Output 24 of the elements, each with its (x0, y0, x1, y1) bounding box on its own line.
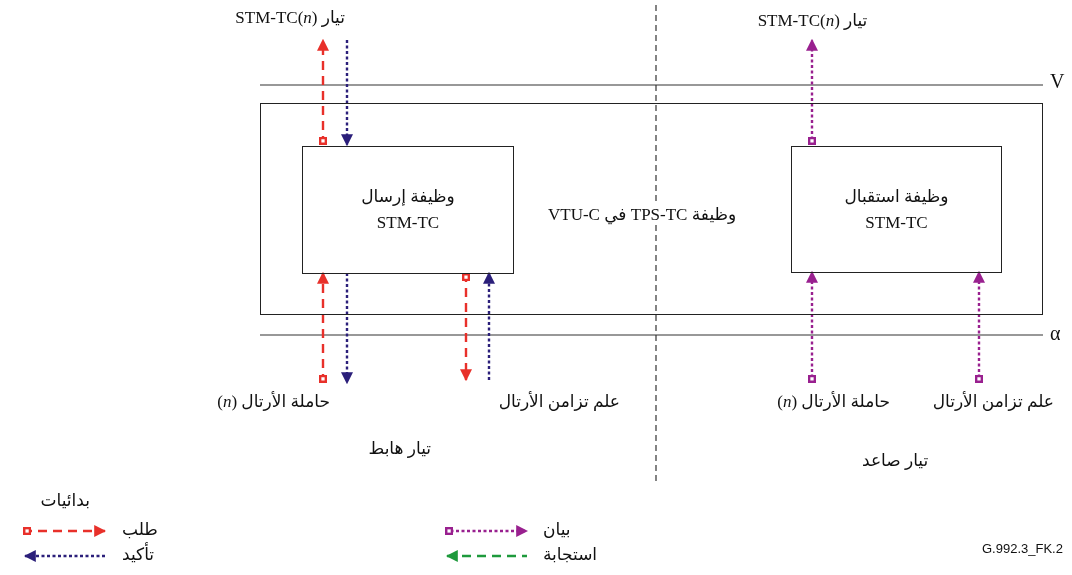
legend-title: بدائيات (40, 490, 90, 511)
line-label: α (1050, 322, 1061, 345)
legend-label: بيان (543, 519, 571, 540)
legend-label: طلب (122, 519, 158, 540)
direction-label: تيار هابط (368, 438, 431, 459)
signal-label: علم تزامن الأرتال (455, 380, 625, 417)
arrow (806, 270, 818, 383)
function-box: وظيفة إرسال STM-TC (302, 146, 514, 274)
arrow (341, 273, 353, 385)
arrow (317, 271, 329, 383)
legend-label: تأكيد (122, 544, 155, 565)
arrow (317, 38, 329, 145)
signal-label: علم تزامن الأرتال (905, 383, 1057, 417)
line-label: V (1050, 70, 1065, 93)
arrow (460, 273, 472, 382)
figure-code: G.992.3_FK.2 (982, 541, 1063, 556)
function-box: وظيفة استقبال STM-TC (791, 146, 1002, 273)
container-box (260, 103, 1043, 315)
direction-label: تيار صاعد (862, 450, 929, 471)
arrow (806, 38, 818, 145)
arrow (341, 40, 353, 147)
arrow (973, 270, 985, 383)
arrow (483, 271, 495, 380)
legend-label: استجابة (543, 544, 598, 565)
